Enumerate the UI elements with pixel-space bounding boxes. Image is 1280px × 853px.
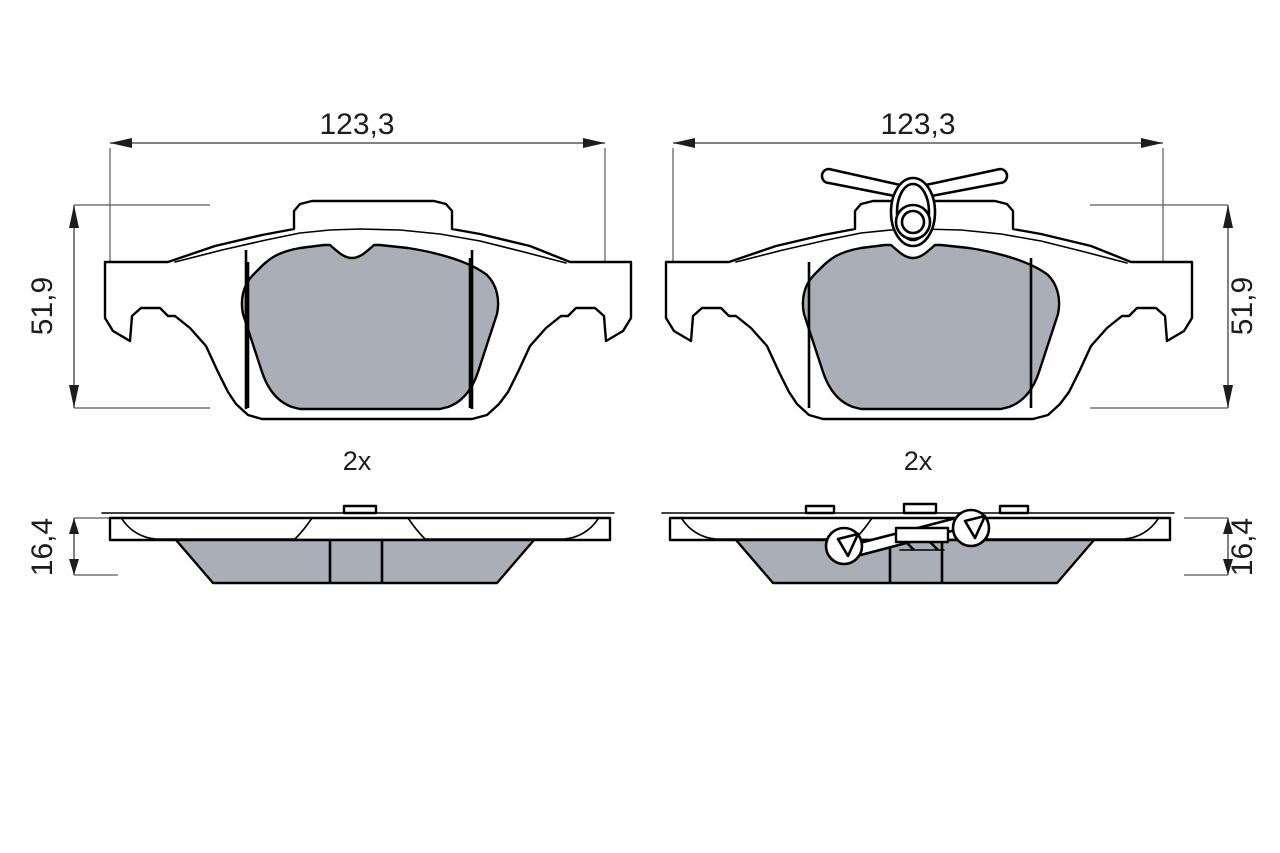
arrowhead-right-thickness-bottom	[1223, 559, 1233, 575]
plate-contour-right	[681, 517, 1159, 540]
clip-coil-left-inner-icon	[836, 532, 860, 558]
backing-plate-side-left	[108, 516, 612, 542]
arrowhead-right-height-bottom	[1223, 385, 1233, 408]
quantity-label-left: 2x	[343, 446, 372, 476]
arrowhead-left-thickness-bottom	[69, 559, 79, 575]
arrowhead-left-height-top	[69, 205, 79, 228]
top-right-view-group: 123,3 51,9 2x	[664, 108, 1259, 476]
plate-tab-right-3	[998, 504, 1030, 515]
dimension-label-height-left: 51,9	[26, 277, 59, 335]
arrowhead-left-height-bottom	[69, 385, 79, 408]
plate-contour-left	[121, 517, 599, 540]
quantity-label-right: 2x	[904, 446, 933, 476]
friction-material-right	[801, 243, 1061, 411]
friction-slots-right	[807, 258, 1033, 408]
plate-tab-left	[342, 504, 378, 515]
clip-center-leg-1	[905, 541, 915, 551]
arrowhead-left-width-start	[110, 138, 132, 148]
arrowhead-right-width-end	[1141, 138, 1163, 148]
friction-material-left	[240, 243, 500, 411]
dimension-label-width-right: 123,3	[880, 108, 955, 141]
top-left-view-group: 123,3 51,9 2x	[26, 108, 633, 476]
arrowhead-right-width-start	[673, 138, 695, 148]
clip-center-leg-2	[929, 541, 939, 551]
backing-plate-inner-line-left	[174, 228, 567, 264]
dimension-label-height-right: 51,9	[1226, 277, 1259, 335]
plate-tab-right-1	[804, 504, 836, 515]
clip-coil-right-inner-icon	[963, 514, 987, 540]
arrowhead-right-thickness-top	[1223, 518, 1233, 534]
friction-block-side-left	[174, 538, 536, 585]
bottom-right-view-group: 16,4	[661, 502, 1259, 585]
arrowhead-right-height-top	[1223, 205, 1233, 228]
arrowhead-left-width-end	[583, 138, 605, 148]
dimension-label-thickness-left: 16,4	[26, 518, 59, 576]
bottom-left-view-group: 16,4	[26, 504, 615, 585]
plate-tab-right-2	[902, 502, 938, 515]
retention-spring-clip-side	[824, 508, 991, 566]
clip-arm-left-icon	[820, 167, 907, 199]
friction-slots-left	[246, 258, 472, 408]
dimension-label-width-left: 123,3	[319, 108, 394, 141]
retention-spring-clip-top	[820, 167, 1009, 248]
clip-arm-right-icon	[919, 167, 1009, 199]
clip-center-bracket-icon	[894, 526, 950, 544]
friction-block-side-right	[734, 538, 1096, 585]
dimension-label-thickness-right: 16,4	[1226, 518, 1259, 576]
arrowhead-left-thickness-top	[69, 518, 79, 534]
clip-inner-ring-inner-icon	[900, 209, 926, 235]
